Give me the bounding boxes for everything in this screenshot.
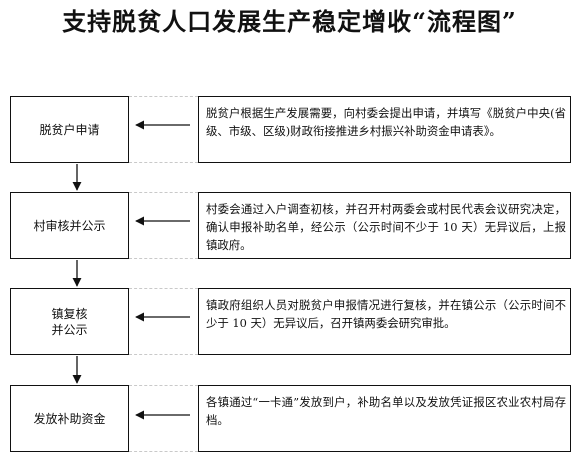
step-box-village-review: 村审核并公示 [10,192,129,259]
step-desc-apply: 脱贫户根据生产发展需要，向村委会提出申请，并填写《脱贫户中央(省级、市级、区级)… [198,96,571,163]
connector-band-3 [129,288,198,355]
connector-band-1 [129,96,198,163]
step-box-town-review: 镇复核 并公示 [10,288,129,355]
step-desc-village-review: 村委会通过入户调查初核，并召开村两委会或村民代表会议研究决定，确认申报补助名单，… [198,192,571,259]
step-desc-disburse: 各镇通过“一卡通”发放到户，补助名单以及发放凭证报区农业农村局存档。 [198,385,571,452]
step-desc-town-review: 镇政府组织人员对脱贫户申报情况进行复核，并在镇公示（公示时间不少于 10 天）无… [198,288,571,355]
diagram-title: 支持脱贫人口发展生产稳定增收“流程图” [62,7,517,36]
step-box-disburse: 发放补助资金 [10,385,129,452]
step-box-apply: 脱贫户申请 [10,96,129,163]
connector-band-2 [129,192,198,259]
connector-band-4 [129,385,198,452]
